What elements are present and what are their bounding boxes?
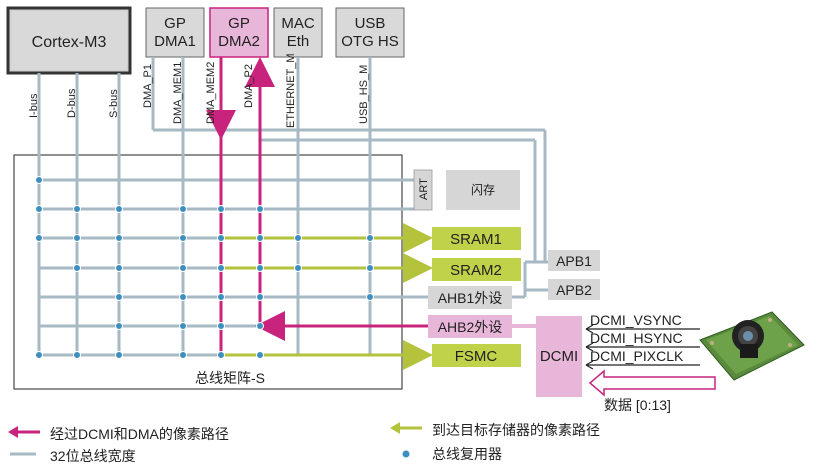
dbus-label: D-bus [66,88,78,118]
dma-p2-label: DMA_P2 [243,64,255,108]
mac-label-line2: Eth [287,33,310,50]
ibus-label: I-bus [28,93,40,118]
dcmi-vsync-label: DCMI_VSYNC [590,312,682,328]
gpdma2-label-line2: DMA2 [218,33,260,50]
art-label: ART [418,178,430,200]
green-path-lines [221,223,433,370]
ahb2-label: AHB2外设 [438,319,503,335]
dma-p1-label: DMA_P1 [142,64,154,108]
magenta-path-lines [206,57,428,356]
ahb2-block: AHB2外设 [428,315,512,338]
legend-magenta-label: 经过DCMI和DMA的像素路径 [50,426,229,442]
ahb1-label: AHB1外设 [438,290,503,306]
dma-mem2-label: DMA_MEM2 [205,62,217,124]
camera-module-icon [699,311,805,381]
flash-block: 闪存 [446,170,520,210]
legend-magenta-arrow-icon [8,426,40,438]
sram2-label: SRAM2 [450,262,502,279]
gpdma1-block: GP DMA1 [145,7,205,58]
usb-hs-m-label: USB_HS_M [358,65,370,124]
legend-gray-line-icon [10,452,36,456]
apb2-block: APB2 [548,279,600,300]
sram1-label: SRAM1 [450,231,502,248]
ethernet-m-label: ETHERNET_M [285,53,297,128]
sbus-label: S-bus [108,89,120,118]
dcmi-signals: DCMI_VSYNC DCMI_HSYNC DCMI_PIXCLK 数据 [0:… [585,312,716,413]
mac-label-line1: MAC [281,15,315,32]
gpdma2-label-line1: GP [228,15,250,32]
dma-mem1-label: DMA_MEM1 [172,62,184,124]
dcmi-pixclk-label: DCMI_PIXCLK [590,348,684,364]
usb-label-line2: OTG HS [341,33,399,50]
gpdma1-label-line1: GP [164,15,186,32]
dcmi-block: DCMI [536,316,582,397]
dcmi-data-label: 数据 [0:13] [604,397,671,413]
legend-dot-icon [402,450,410,458]
legend-green-arrow-icon [390,422,422,434]
bus-matrix-label: 总线矩阵-S [195,370,265,386]
fsmc-block: FSMC [432,344,521,367]
legend-gray-label: 32位总线宽度 [50,448,136,464]
sram1-block: SRAM1 [432,227,521,250]
mac-eth-block: MAC Eth [273,7,323,58]
ahb1-block: AHB1外设 [428,286,512,309]
gpdma1-label-line2: DMA1 [154,33,196,50]
bus-matrix-frame [13,154,403,390]
dcmi-hsync-label: DCMI_HSYNC [590,330,683,346]
usb-otg-block: USB OTG HS [335,7,405,58]
flash-label: 闪存 [471,183,495,197]
apb2-label: APB2 [556,282,592,298]
fsmc-label: FSMC [455,348,498,365]
legend-green-label: 到达目标存储器的像素路径 [432,422,600,438]
gpdma2-block: GP DMA2 [209,7,269,58]
sram2-block: SRAM2 [432,258,521,281]
cortex-m3-block: Cortex-M3 [6,6,132,75]
usb-label-line1: USB [355,15,386,32]
legend-dot-label: 总线复用器 [432,446,502,462]
art-block: ART [413,169,433,211]
bus-labels: I-bus D-bus S-bus DMA_P1 DMA_MEM1 DMA_ME… [28,53,370,128]
cortex-m3-label: Cortex-M3 [32,34,107,51]
apb1-label: APB1 [556,253,592,269]
dcmi-label: DCMI [540,348,578,365]
bus-mux-dots [35,176,374,359]
apb1-block: APB1 [548,250,600,271]
